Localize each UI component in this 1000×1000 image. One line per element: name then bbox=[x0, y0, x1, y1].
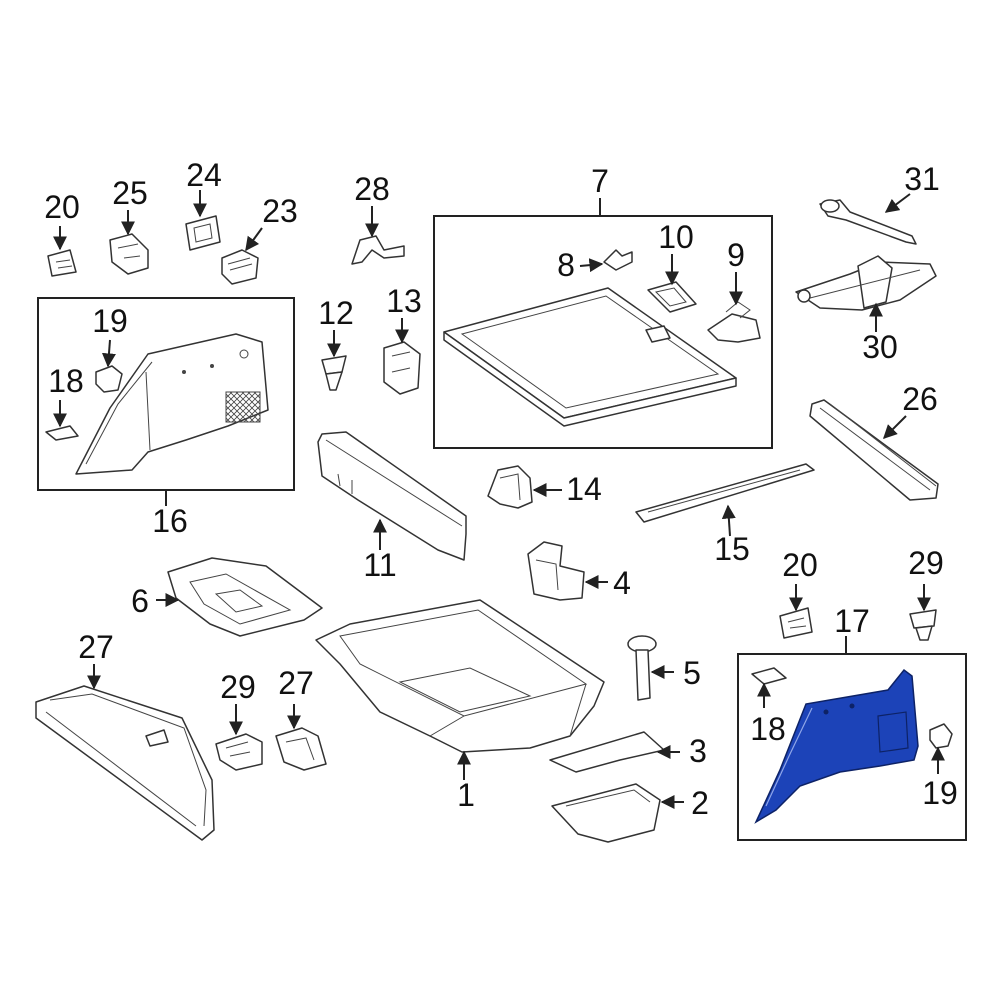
callout-1: 1 bbox=[457, 777, 475, 813]
part-1-cargo-tub[interactable] bbox=[315, 599, 605, 753]
part-7-cargo-floor-board[interactable] bbox=[443, 287, 737, 427]
part-2-tray[interactable] bbox=[551, 783, 661, 843]
callout-19-right: 19 bbox=[922, 775, 958, 811]
part-27-latch[interactable] bbox=[215, 733, 263, 771]
callout-22: 24 bbox=[186, 157, 222, 193]
callout-13: 13 bbox=[386, 283, 422, 319]
leader-15 bbox=[721, 504, 736, 537]
leader-8 bbox=[579, 258, 604, 273]
callout-3: 3 bbox=[689, 733, 707, 769]
group-box-7 bbox=[433, 215, 773, 449]
callout-2: 2 bbox=[691, 785, 709, 821]
part-20-clip[interactable] bbox=[47, 249, 77, 277]
part-26-bracket[interactable] bbox=[275, 727, 327, 771]
part-5-support[interactable] bbox=[627, 635, 657, 701]
callout-18-left: 18 bbox=[48, 363, 84, 399]
callout-17: 17 bbox=[834, 603, 870, 639]
part-18-clip-right[interactable] bbox=[751, 667, 787, 685]
part-20-clip-right[interactable] bbox=[779, 607, 813, 639]
part-25-bracket[interactable] bbox=[351, 235, 405, 265]
part-13-bracket[interactable] bbox=[383, 341, 421, 395]
part-23-push-clip[interactable] bbox=[109, 233, 149, 275]
part-12-fastener[interactable] bbox=[321, 355, 347, 391]
part-9-hook[interactable] bbox=[707, 301, 761, 343]
part-21-block[interactable] bbox=[221, 249, 259, 285]
callout-7: 7 bbox=[591, 163, 609, 199]
callout-21: 23 bbox=[262, 193, 298, 229]
callout-9: 9 bbox=[727, 237, 745, 273]
part-16-side-trim-panel[interactable] bbox=[75, 333, 269, 475]
callout-31: 31 bbox=[904, 161, 940, 197]
part-19-clip-right[interactable] bbox=[929, 723, 953, 749]
callout-26: 27 bbox=[278, 665, 314, 701]
callout-10: 10 bbox=[658, 219, 694, 255]
callout-18-right: 18 bbox=[750, 711, 786, 747]
callout-8: 8 bbox=[557, 247, 575, 283]
part-18-clip-left[interactable] bbox=[45, 425, 79, 441]
part-6-foam-tray[interactable] bbox=[167, 557, 323, 637]
callout-24: 27 bbox=[78, 629, 114, 665]
callout-5: 5 bbox=[683, 655, 701, 691]
callout-30: 30 bbox=[862, 329, 898, 365]
part-30-jack[interactable] bbox=[795, 255, 937, 311]
part-19-clip-left[interactable] bbox=[95, 365, 123, 393]
callout-25: 28 bbox=[354, 171, 390, 207]
callout-6: 6 bbox=[131, 583, 149, 619]
callout-12: 12 bbox=[318, 295, 354, 331]
part-15-sill-plate[interactable] bbox=[635, 463, 815, 523]
callout-11: 11 bbox=[363, 547, 396, 583]
part-14-bracket[interactable] bbox=[487, 465, 533, 509]
callout-15: 15 bbox=[714, 531, 750, 567]
leader-21 bbox=[245, 227, 263, 252]
part-4-bracket[interactable] bbox=[527, 541, 585, 601]
part-3-cover[interactable] bbox=[549, 731, 665, 773]
callout-23: 25 bbox=[112, 175, 148, 211]
callout-29: 29 bbox=[908, 545, 944, 581]
part-28-sill-plate[interactable] bbox=[809, 399, 939, 501]
part-10-handle[interactable] bbox=[647, 281, 697, 313]
callout-14: 14 bbox=[566, 471, 602, 507]
part-24-cargo-cover[interactable] bbox=[35, 685, 215, 841]
part-31-lug-wrench[interactable] bbox=[819, 199, 917, 245]
leader-28 bbox=[883, 415, 907, 439]
part-17-side-trim-panel-highlighted[interactable] bbox=[754, 668, 919, 824]
leader-19-left bbox=[101, 339, 116, 368]
part-11-rear-panel[interactable] bbox=[317, 431, 467, 561]
callout-4: 4 bbox=[613, 565, 631, 601]
callout-20-top: 20 bbox=[44, 189, 80, 225]
callout-19-left: 19 bbox=[92, 303, 128, 339]
leader-31 bbox=[884, 193, 911, 213]
callout-28: 26 bbox=[902, 381, 938, 417]
part-29-fastener[interactable] bbox=[909, 609, 937, 641]
part-8-clip[interactable] bbox=[603, 249, 633, 271]
callout-16: 16 bbox=[152, 503, 188, 539]
group-box-17 bbox=[737, 653, 967, 841]
cargo-net bbox=[225, 391, 261, 423]
callout-27: 29 bbox=[220, 669, 256, 705]
callout-20-right: 20 bbox=[782, 547, 818, 583]
part-22-grommet[interactable] bbox=[185, 215, 221, 251]
